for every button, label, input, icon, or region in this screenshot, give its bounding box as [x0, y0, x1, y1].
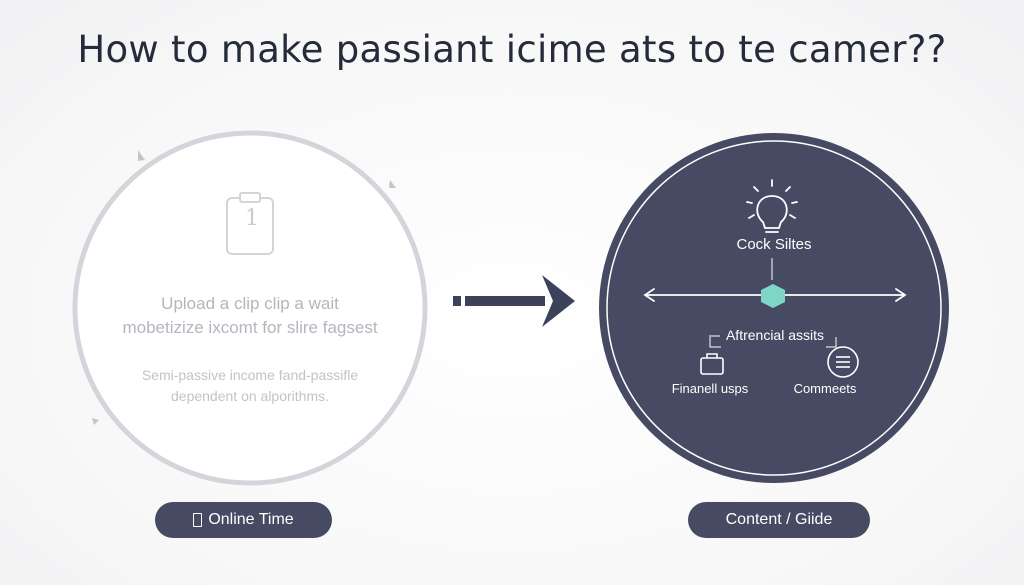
right-left-item-label: Finanell usps — [671, 381, 749, 396]
briefcase-icon — [700, 353, 724, 375]
left-main-text: Upload a clip clip a wait mobetizize ixc… — [100, 292, 400, 340]
right-top-label: Cock Siltes — [736, 236, 812, 253]
right-arrow-icon — [453, 275, 575, 327]
left-sub-line: dependent on alporithms. — [171, 388, 329, 404]
content-guide-button[interactable]: Content / Giide — [688, 502, 870, 538]
step-number: 1 — [245, 206, 259, 231]
clipboard-icon — [226, 192, 274, 255]
content-guide-label: Content / Giide — [725, 511, 833, 528]
left-sub-text: Semi-passive income fand-passifle depend… — [100, 365, 400, 407]
lightbulb-icon — [746, 179, 798, 233]
decor-triangle-icon — [389, 180, 396, 188]
online-time-button[interactable]: Online Time — [155, 502, 332, 538]
left-sub-line: Semi-passive income fand-passifle — [141, 367, 359, 383]
right-circle-inner-ring — [606, 140, 942, 476]
right-mid-label: Aftrencial assits — [725, 327, 825, 343]
left-main-line: mobetizize ixcomt for slire fagsest — [122, 318, 378, 337]
decor-triangle-icon — [92, 418, 99, 425]
bracket-lines — [709, 335, 837, 348]
phone-icon — [193, 513, 203, 527]
right-right-item-label: Commeets — [793, 381, 857, 396]
decor-triangle-icon — [138, 150, 145, 161]
menu-lines-icon — [827, 346, 859, 378]
left-circle — [72, 130, 428, 486]
page-title: How to make passiant icime ats to te cam… — [77, 28, 947, 71]
right-circle — [599, 133, 949, 483]
left-main-line: Upload a clip clip a wait — [161, 294, 339, 313]
hexagon-icon — [761, 284, 785, 308]
online-time-label: Online Time — [208, 511, 294, 528]
